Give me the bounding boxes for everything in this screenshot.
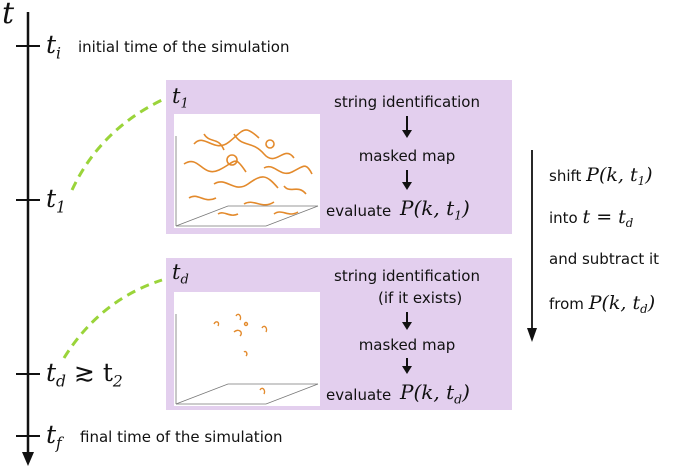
panel-td-plot (174, 292, 320, 406)
panel-t1-step-identify: string identification (334, 93, 480, 111)
panel-td-step-mask: masked map (358, 336, 456, 354)
connector-t1 (70, 98, 163, 191)
panel-t1-plot-box (175, 136, 319, 227)
panel-t1-formula: P(k, t1) (400, 196, 470, 223)
tick-desc-ti: initial time of the simulation (78, 38, 290, 56)
tick-label-tf: tf (46, 420, 62, 453)
side-note-line4: from P(k, td) (549, 292, 656, 317)
time-axis-arrowhead (22, 452, 34, 466)
connector-td (62, 278, 163, 359)
side-note-line1: shift P(k, t1) (549, 164, 653, 189)
shift-arrowhead (527, 328, 537, 342)
panel-t1-time-label: t1 (172, 84, 189, 112)
panel-t1: t1 stri (166, 80, 512, 234)
panel-td-plot-svg (175, 313, 319, 405)
tick-label-t1: t1 (46, 184, 66, 217)
time-axis-label: t (2, 0, 15, 31)
panel-td-strings (213, 313, 268, 395)
panel-td-step-note: (if it exists) (378, 289, 463, 307)
panel-td-formula: P(k, td) (400, 380, 470, 407)
panel-t1-arrow-1 (402, 116, 412, 138)
panel-t1-strings (183, 129, 313, 216)
panel-td-arrow-2 (402, 358, 412, 374)
panel-t1-plot-svg (175, 129, 319, 227)
panel-td: td string identification (if it exists) … (166, 258, 512, 410)
panel-t1-step-mask: masked map (358, 147, 456, 165)
panel-t1-plot (174, 114, 320, 228)
tick-label-td: td ≳ t2 (46, 358, 123, 391)
panel-td-time-label: td (172, 260, 189, 288)
panel-td-arrow-1 (402, 312, 412, 330)
panel-t1-step-evaluate: evaluate (326, 202, 392, 220)
panel-t1-arrow-2 (402, 170, 412, 190)
tick-desc-tf: final time of the simulation (80, 428, 283, 446)
side-note-line2: into t = td (549, 206, 634, 231)
panel-td-step-evaluate: evaluate (326, 386, 392, 404)
panel-td-plot-box (175, 314, 319, 405)
panel-td-step-identify: string identification (334, 267, 480, 285)
tick-label-ti: ti (46, 30, 62, 63)
side-note-line3: and subtract it (549, 250, 660, 268)
